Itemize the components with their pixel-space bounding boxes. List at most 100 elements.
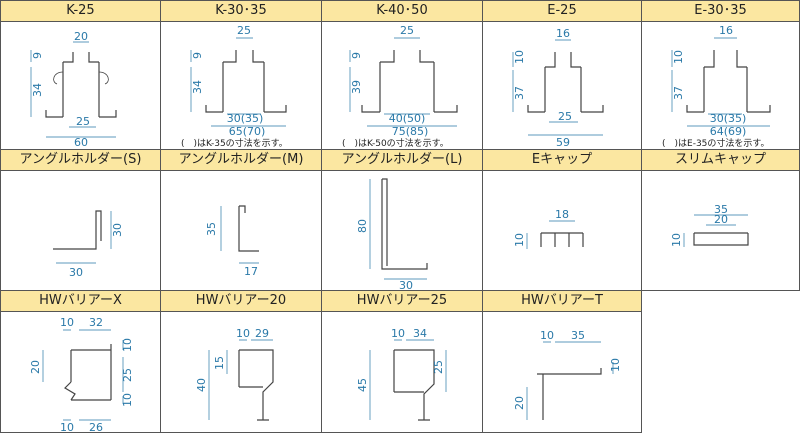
cell-title: HWバリアーT bbox=[483, 291, 641, 312]
k25-profile-drawing: 20 9 34 25 60 bbox=[30, 30, 117, 149]
cell-slim-cap: スリムキャップ 35 20 10 bbox=[641, 149, 800, 291]
dim-label: 30 bbox=[111, 223, 124, 237]
dim-label: 26 bbox=[89, 421, 103, 433]
dim-label: 64(69) bbox=[710, 125, 747, 138]
angle-m-drawing: 35 17 bbox=[205, 205, 259, 278]
e30-profile-drawing: 16 10 37 30(35) 64(69) ( )はE-35の寸法を示す。 bbox=[662, 24, 771, 149]
hw-barrier-t-drawing: 10 35 10 20 bbox=[513, 329, 622, 420]
cell-hw-barrier-t: HWバリアーT 10 35 10 20 bbox=[482, 290, 642, 433]
cell-angle-holder-l: アングルホルダー(L) 80 30 bbox=[321, 149, 483, 291]
dim-label: 32 bbox=[89, 316, 103, 329]
angle-s-drawing: 30 30 bbox=[53, 210, 124, 279]
cell-e25: E-25 16 10 37 25 59 bbox=[482, 0, 642, 150]
dim-label: 20 bbox=[74, 30, 88, 43]
dim-label: 18 bbox=[555, 208, 569, 221]
note-text: ( )はE-35の寸法を示す。 bbox=[662, 137, 770, 149]
dim-label: 34 bbox=[191, 80, 204, 94]
cell-hw-barrier-x: HWバリアーX 10 32 10 20 25 10 10 26 bbox=[0, 290, 161, 433]
cell-hw-barrier-25: HWバリアー25 10 34 25 45 bbox=[321, 290, 483, 433]
dim-label: 37 bbox=[672, 86, 685, 100]
dim-label: 15 bbox=[213, 356, 226, 370]
cell-angle-holder-s: アングルホルダー(S) 30 30 bbox=[0, 149, 161, 291]
dim-label: 65(70) bbox=[229, 125, 266, 138]
dim-label: 10 bbox=[121, 393, 134, 407]
cell-title: E-30･35 bbox=[642, 1, 799, 22]
cell-title: K-40･50 bbox=[322, 1, 482, 22]
dim-label: 59 bbox=[556, 136, 570, 149]
dim-label: 25 bbox=[558, 110, 572, 123]
dim-label: 25 bbox=[76, 115, 90, 128]
dim-label: 10 bbox=[236, 327, 250, 340]
cell-title: HWバリアー20 bbox=[161, 291, 321, 312]
cell-title: スリムキャップ bbox=[642, 150, 799, 171]
cell-k25: K-25 20 9 34 25 60 bbox=[0, 0, 161, 150]
angle-l-drawing: 80 30 bbox=[356, 178, 428, 291]
hw-barrier-x-drawing: 10 32 10 20 25 10 10 26 bbox=[29, 316, 134, 433]
dim-label: 20 bbox=[29, 360, 42, 374]
hw-barrier-20-drawing: 10 29 15 40 bbox=[195, 327, 274, 421]
cell-title: Eキャップ bbox=[483, 150, 641, 171]
k30-profile-drawing: 25 9 34 30(35) 65(70) ( )はK-35の寸法を示す。 bbox=[181, 24, 288, 149]
note-text: ( )はK-35の寸法を示す。 bbox=[181, 137, 288, 149]
dim-label: 30(35) bbox=[710, 112, 747, 125]
dim-label: 39 bbox=[350, 80, 363, 94]
hw-barrier-25-drawing: 10 34 25 45 bbox=[356, 327, 447, 421]
dim-label: 9 bbox=[191, 52, 204, 59]
cell-title: HWバリアーX bbox=[1, 291, 160, 312]
dim-label: 17 bbox=[244, 265, 258, 278]
e-cap-drawing: 18 10 bbox=[513, 208, 584, 249]
dim-label: 35 bbox=[571, 329, 585, 342]
dim-label: 80 bbox=[356, 219, 369, 233]
k40-profile-drawing: 25 9 39 40(50) 75(85) ( )はK-50の寸法を示す。 bbox=[342, 24, 458, 149]
dim-label: 45 bbox=[356, 378, 369, 392]
dim-label: 20 bbox=[714, 213, 728, 226]
dim-label: 9 bbox=[31, 52, 44, 59]
dim-label: 16 bbox=[719, 24, 733, 37]
dim-label: 10 bbox=[540, 329, 554, 342]
dim-label: 40 bbox=[195, 378, 208, 392]
cell-title: アングルホルダー(S) bbox=[1, 150, 160, 171]
cell-k40-50: K-40･50 25 9 39 40(50) 75(85) ( )はK-50の寸… bbox=[321, 0, 483, 150]
note-text: ( )はK-50の寸法を示す。 bbox=[342, 137, 449, 149]
dim-label: 29 bbox=[255, 327, 269, 340]
dim-label: 10 bbox=[391, 327, 405, 340]
cell-title: HWバリアー25 bbox=[322, 291, 482, 312]
dim-label: 34 bbox=[31, 83, 44, 97]
dim-label: 37 bbox=[513, 86, 526, 100]
dim-label: 30 bbox=[399, 279, 413, 291]
slim-cap-drawing: 35 20 10 bbox=[670, 203, 749, 247]
dim-label: 10 bbox=[609, 358, 622, 372]
dim-label: 25 bbox=[121, 368, 134, 382]
dim-label: 25 bbox=[400, 24, 414, 37]
dim-label: 10 bbox=[670, 233, 683, 247]
dim-label: 25 bbox=[237, 24, 251, 37]
dim-label: 30(35) bbox=[227, 112, 264, 125]
dim-label: 34 bbox=[413, 327, 427, 340]
dim-label: 16 bbox=[556, 27, 570, 40]
cell-k30-35: K-30･35 25 9 34 30(35) 65(70) ( )はK-35の寸… bbox=[160, 0, 322, 150]
dim-label: 10 bbox=[60, 316, 74, 329]
dim-label: 20 bbox=[513, 396, 526, 410]
cell-title: K-30･35 bbox=[161, 1, 321, 22]
dim-label: 35 bbox=[714, 203, 728, 216]
cell-angle-holder-m: アングルホルダー(M) 35 17 bbox=[160, 149, 322, 291]
dim-label: 30 bbox=[69, 266, 83, 279]
cell-title: アングルホルダー(M) bbox=[161, 150, 321, 171]
dim-label: 10 bbox=[60, 421, 74, 433]
cell-hw-barrier-20: HWバリアー20 10 29 15 40 bbox=[160, 290, 322, 433]
cell-title: E-25 bbox=[483, 1, 641, 22]
dim-label: 10 bbox=[121, 338, 134, 352]
dim-label: 9 bbox=[350, 52, 363, 59]
dim-label: 40(50) bbox=[389, 112, 426, 125]
dim-label: 60 bbox=[74, 136, 88, 149]
cell-e-cap: Eキャップ 18 10 bbox=[482, 149, 642, 291]
dim-label: 10 bbox=[672, 50, 685, 64]
dim-label: 10 bbox=[513, 50, 526, 64]
dim-label: 10 bbox=[513, 233, 526, 247]
dim-label: 25 bbox=[432, 360, 445, 374]
cell-title: K-25 bbox=[1, 1, 160, 22]
cell-title: アングルホルダー(L) bbox=[322, 150, 482, 171]
dim-label: 75(85) bbox=[392, 125, 429, 138]
e25-profile-drawing: 16 10 37 25 59 bbox=[512, 27, 604, 149]
